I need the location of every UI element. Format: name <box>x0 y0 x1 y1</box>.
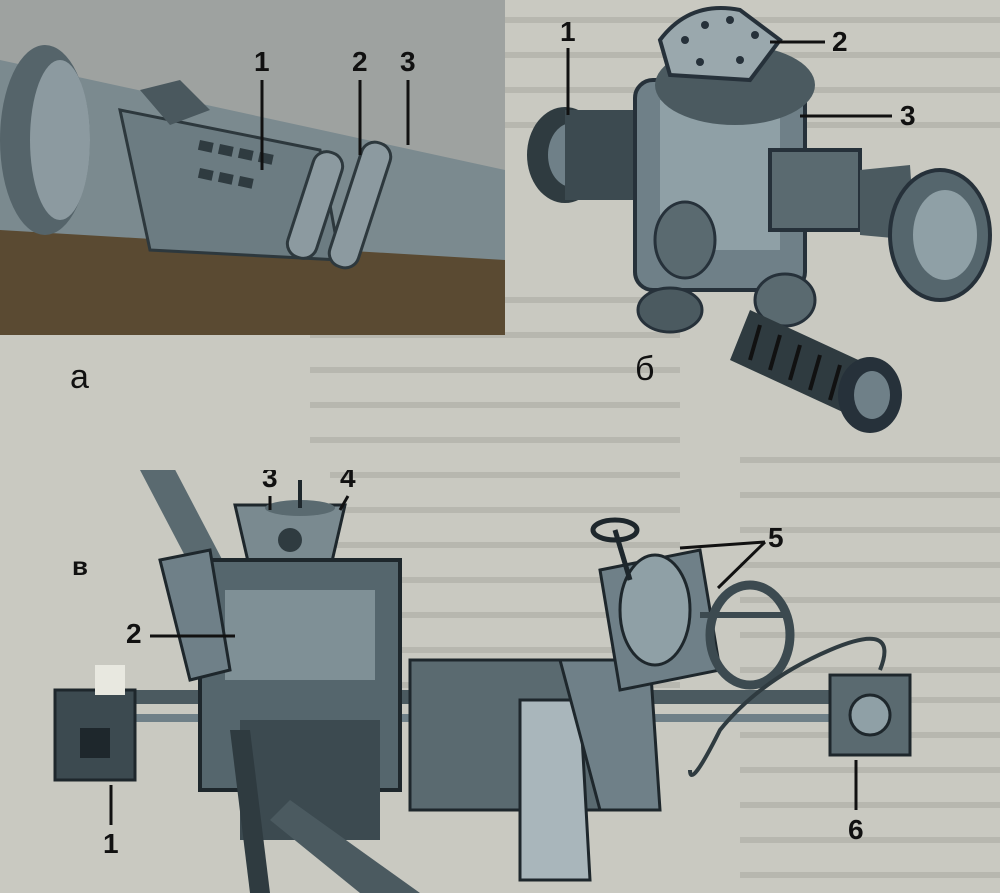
panel-v-letter: в <box>72 551 88 581</box>
panel-b-illustration <box>527 6 992 433</box>
callout-label: 5 <box>768 522 784 553</box>
panel-v-illustration <box>53 470 912 893</box>
callout-label: 1 <box>560 16 576 47</box>
callout-label: 6 <box>848 814 864 845</box>
figure-panel-a: 1 2 3 <box>0 0 505 335</box>
callout-label: 3 <box>400 46 416 77</box>
panel-b-letter: б <box>635 350 655 388</box>
panel-a-illustration <box>0 45 505 335</box>
figure-panel-b: 1 2 3 <box>520 0 1000 440</box>
panel-a-callout-lines <box>260 80 410 170</box>
callout-label: 3 <box>900 100 916 131</box>
panel-b-callout-lines <box>566 40 892 118</box>
callout-label: 2 <box>832 26 848 57</box>
panel-v-callout-lines <box>109 495 858 825</box>
callout-label: 2 <box>352 46 368 77</box>
callout-label: 2 <box>126 618 142 649</box>
figure-panel-v: 3 4 2 5 1 6 <box>0 470 1000 893</box>
callout-label: 4 <box>340 470 356 493</box>
panel-a-letter: а <box>70 358 89 396</box>
callout-label: 1 <box>103 828 119 859</box>
callout-label: 3 <box>262 470 278 493</box>
callout-label: 1 <box>254 46 270 77</box>
